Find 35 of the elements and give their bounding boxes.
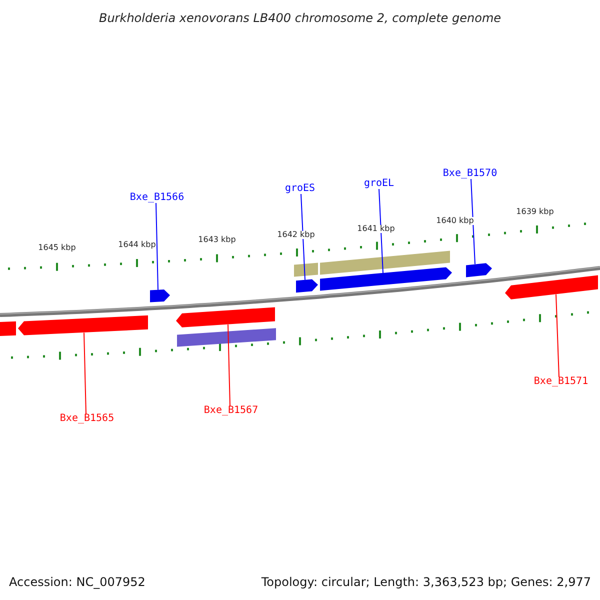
gene-feature [18,315,148,336]
scale-label: 1640 kbp [436,217,474,225]
gene-label: Bxe_B1567 [204,406,258,416]
leader-line [156,202,158,290]
gene-feature [0,321,16,336]
gene-label: Bxe_B1566 [130,193,184,203]
leader-line [84,332,86,414]
leader-line [470,178,476,265]
scale-label: 1639 kbp [516,208,554,216]
gene-feature [150,290,170,302]
gene-feature [176,307,275,328]
scale-label: 1641 kbp [357,225,395,233]
gene-label: Bxe_B1571 [534,377,588,387]
footer-text: Topology: circular; Length: 3,363,523 bp; Genes: 2,977 [261,576,591,588]
gene-label: Bxe_B1565 [60,414,114,424]
title: Burkholderia xenovorans LB400 chromosome 2, complete genome [98,12,502,24]
gene-label: Bxe_B1570 [442,169,498,179]
gene-feature [466,263,492,278]
gene-feature [296,279,318,293]
scale-label: 1645 kbp [38,244,76,252]
scale-label: 1643 kbp [198,236,236,244]
cds-bar [294,262,318,277]
gene-label: groEL [364,179,394,189]
gene-feature [505,275,598,300]
cds-bar [320,250,450,275]
scale-label: 1642 kbp [277,231,315,239]
leader-line [378,188,384,274]
leader-line [228,324,230,406]
gene-label: groES [284,184,316,194]
cds-bar [177,328,276,347]
leader-line [556,294,560,378]
gene-feature [320,267,452,291]
leader-line [300,194,306,280]
scale-label: 1644 kbp [118,241,156,249]
footer-text: Accession: NC_007952 [9,576,146,588]
